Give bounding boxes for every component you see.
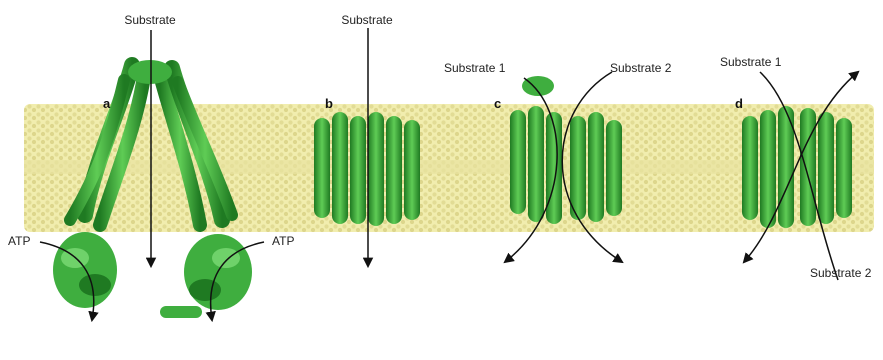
abc-nucleotide-binding-domain-left	[53, 232, 117, 308]
panel-d-antiporter: d Substrate 1 Substrate 2	[720, 55, 872, 280]
panel-a-atp-right-label: ATP	[272, 234, 294, 248]
panel-a-atp-left-label: ATP	[8, 234, 30, 248]
panel-d-substrate-2-label: Substrate 2	[810, 266, 872, 280]
panel-c-substrate-2-label: Substrate 2	[610, 61, 672, 75]
panel-a-substrate-label: Substrate	[124, 13, 176, 27]
panel-c-letter: c	[494, 96, 501, 111]
abc-nucleotide-binding-domain-right	[160, 234, 252, 318]
panel-d-substrate-1-label: Substrate 1	[720, 55, 782, 69]
panel-b-letter: b	[325, 96, 333, 111]
panel-b-substrate-label: Substrate	[341, 13, 393, 27]
panel-d-letter: d	[735, 96, 743, 111]
panel-c-substrate-1-label: Substrate 1	[444, 61, 506, 75]
panel-a-letter: a	[103, 96, 111, 111]
